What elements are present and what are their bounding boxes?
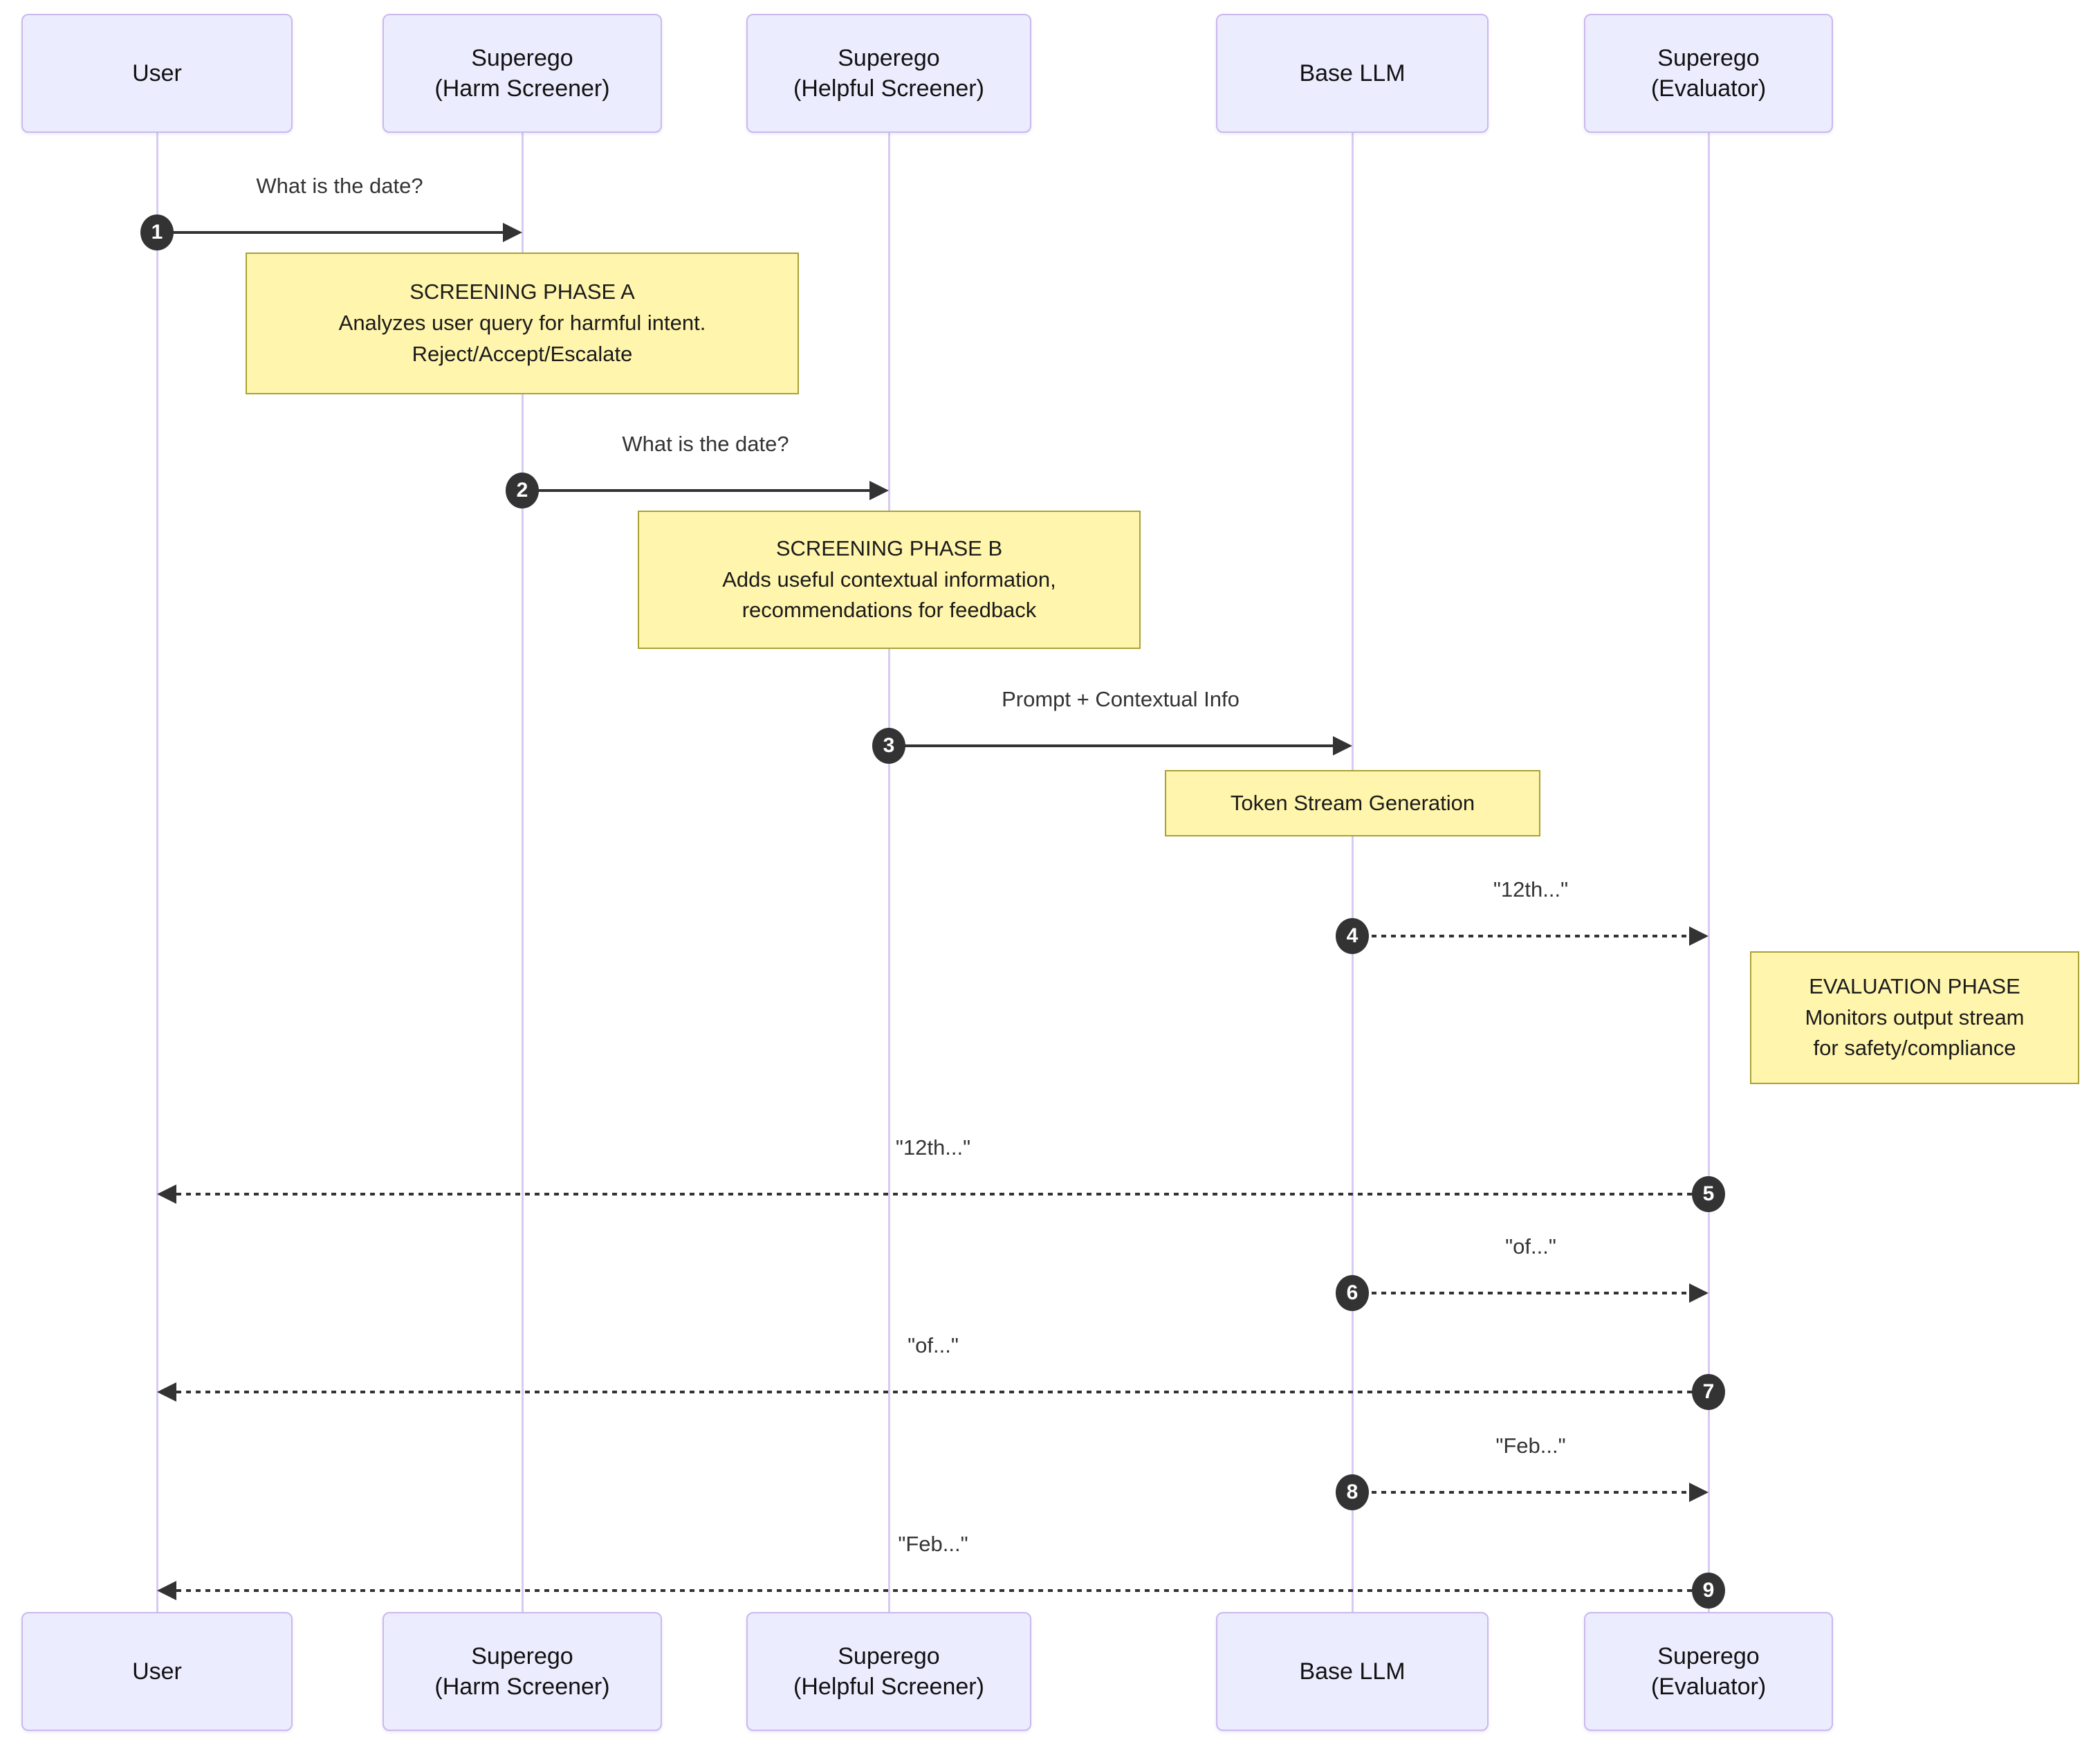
message-1-seq-badge: 1 (140, 214, 174, 250)
message-2-seq-badge: 2 (506, 473, 539, 509)
message-6-arrowhead-icon (1689, 1283, 1708, 1303)
message-5-seq-badge: 5 (1692, 1176, 1725, 1212)
message-3-label: Prompt + Contextual Info (1002, 687, 1240, 711)
note-token-stream-generation: Token Stream Generation (1165, 770, 1540, 836)
lifeline-superego-helpful-screener (887, 133, 890, 1612)
message-8-arrowhead-icon (1689, 1483, 1708, 1502)
message-1-label: What is the date? (256, 174, 423, 198)
message-7-arrowhead-icon (157, 1382, 176, 1402)
message-2-label: What is the date? (622, 432, 789, 456)
message-3-seq-badge: 3 (872, 728, 905, 764)
lifeline-user (156, 133, 158, 1612)
actor-top-base-llm: Base LLM (1216, 14, 1489, 133)
message-4-arrowhead-icon (1689, 926, 1708, 946)
message-9-seq-badge: 9 (1692, 1573, 1725, 1609)
message-3-arrowhead-icon (1333, 736, 1352, 755)
message-5-arrowhead-icon (157, 1184, 176, 1204)
message-9-arrowhead-icon (157, 1581, 176, 1600)
message-5-line (176, 1193, 1708, 1196)
message-9-line (176, 1589, 1708, 1592)
message-3-line (889, 744, 1334, 747)
actor-top-superego-helpful-screener: Superego (Helpful Screener) (746, 14, 1031, 133)
message-4-seq-badge: 4 (1336, 918, 1369, 954)
message-7-seq-badge: 7 (1692, 1374, 1725, 1410)
note-screening-phase-a: SCREENING PHASE A Analyzes user query fo… (246, 253, 799, 394)
actor-top-superego-harm-screener: Superego (Harm Screener) (383, 14, 662, 133)
lifeline-base-llm (1351, 133, 1354, 1612)
actor-bottom-superego-helpful-screener: Superego (Helpful Screener) (746, 1612, 1031, 1731)
note-screening-phase-b: SCREENING PHASE B Adds useful contextual… (638, 511, 1141, 649)
message-9-label: "Feb..." (898, 1532, 968, 1556)
message-1-line (157, 231, 504, 234)
actor-top-superego-evaluator: Superego (Evaluator) (1584, 14, 1833, 133)
lifeline-superego-harm-screener (521, 133, 524, 1612)
actor-bottom-base-llm: Base LLM (1216, 1612, 1489, 1731)
actor-bottom-superego-evaluator: Superego (Evaluator) (1584, 1612, 1833, 1731)
message-2-arrowhead-icon (869, 481, 889, 500)
message-7-line (176, 1391, 1708, 1393)
message-8-label: "Feb..." (1495, 1434, 1566, 1458)
message-6-seq-badge: 6 (1336, 1275, 1369, 1311)
message-4-label: "12th..." (1493, 877, 1569, 901)
note-evaluation-phase: EVALUATION PHASE Monitors output stream … (1750, 951, 2079, 1084)
message-4-line (1352, 935, 1691, 937)
message-5-label: "12th..." (895, 1135, 971, 1160)
actor-bottom-superego-harm-screener: Superego (Harm Screener) (383, 1612, 662, 1731)
message-8-seq-badge: 8 (1336, 1474, 1369, 1510)
actor-top-user: User (21, 14, 293, 133)
message-7-label: "of..." (908, 1333, 959, 1357)
message-6-label: "of..." (1505, 1234, 1556, 1258)
message-8-line (1352, 1491, 1691, 1494)
message-6-line (1352, 1292, 1691, 1294)
actor-bottom-user: User (21, 1612, 293, 1731)
message-1-arrowhead-icon (503, 223, 522, 242)
message-2-line (522, 489, 871, 492)
lifeline-superego-evaluator (1707, 133, 1710, 1612)
